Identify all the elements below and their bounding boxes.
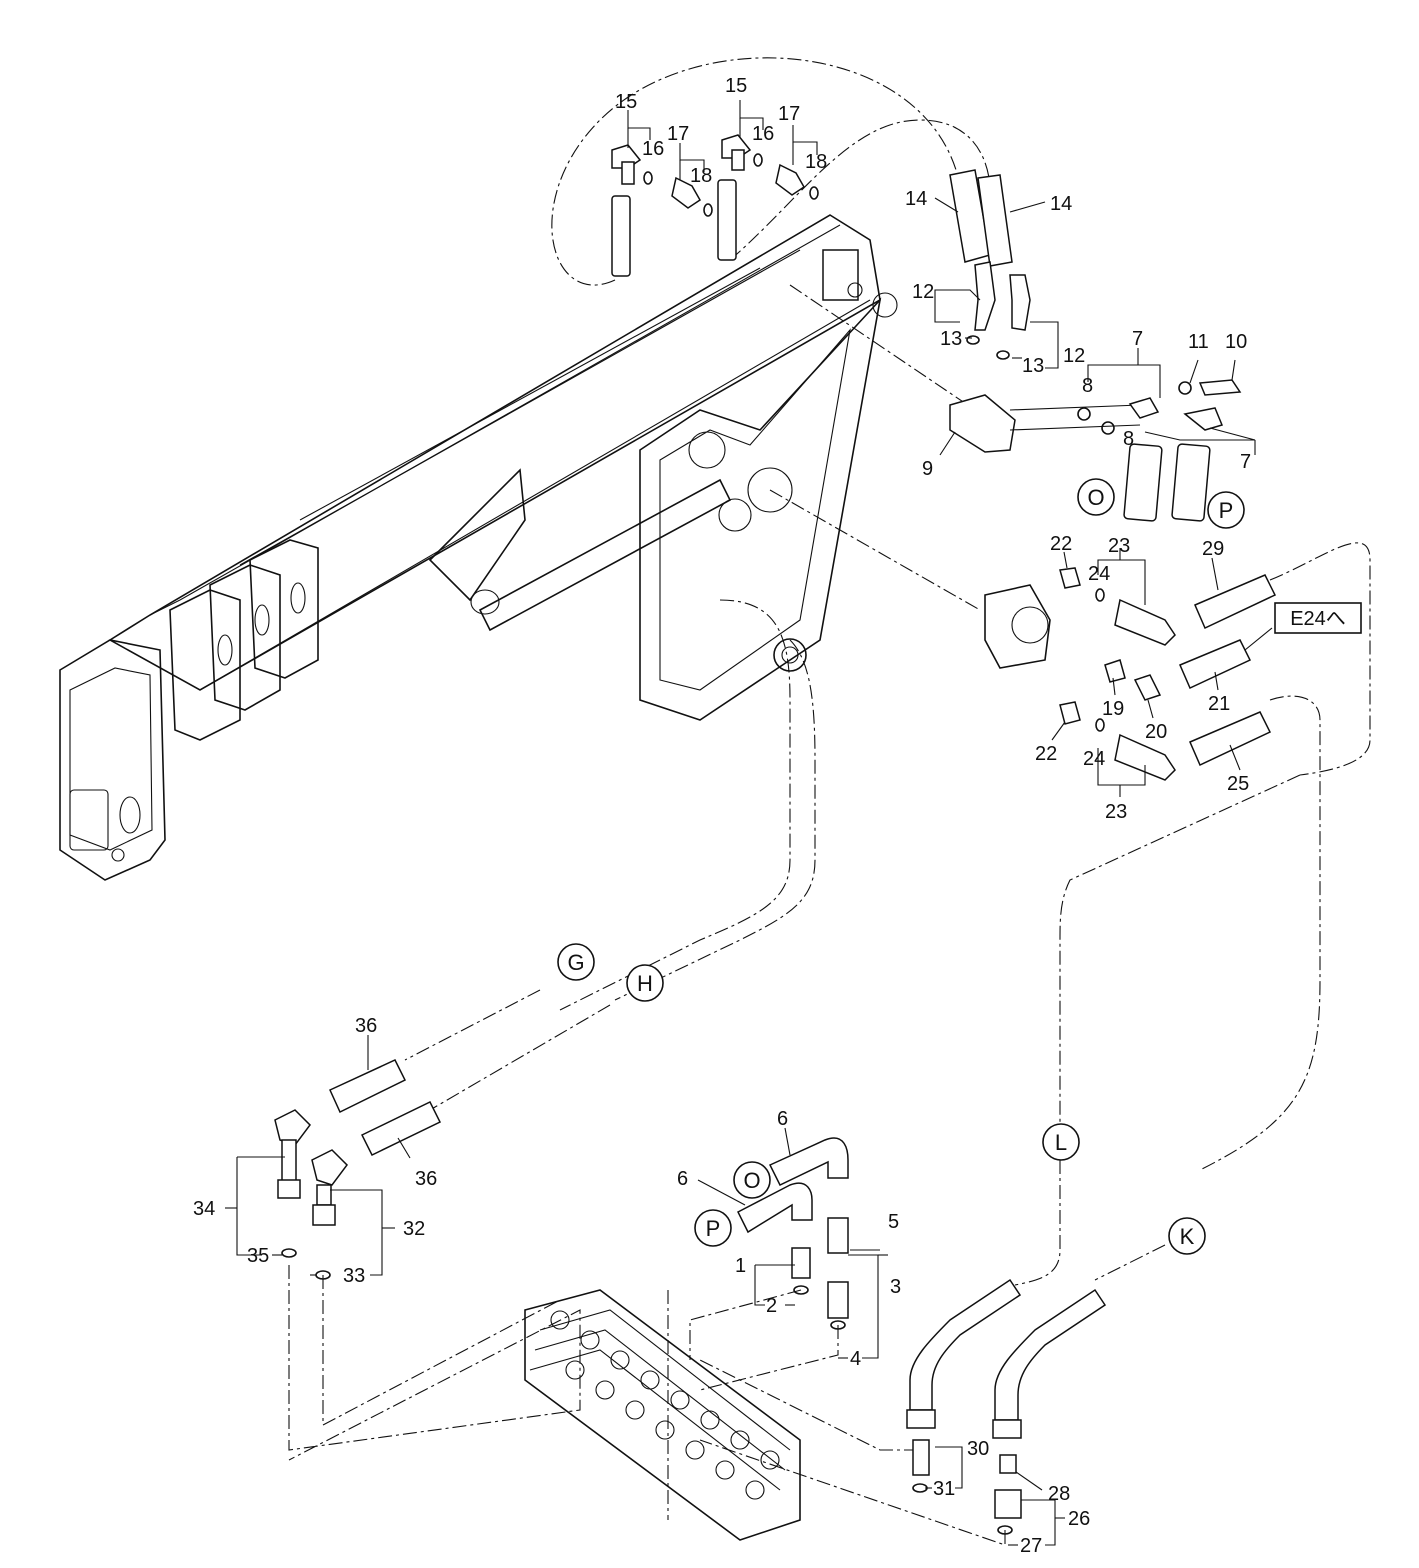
callout-11: 11 — [1188, 331, 1209, 353]
callout-7: 7 — [1132, 328, 1143, 350]
callout-8: 8 — [1123, 428, 1134, 450]
callout-14: 14 — [1050, 193, 1072, 215]
callout-3: 3 — [890, 1276, 901, 1298]
callout-4: 4 — [850, 1348, 861, 1370]
callout-21: 21 — [1208, 693, 1230, 715]
callout-25: 25 — [1227, 773, 1249, 795]
svg-text:O: O — [743, 1168, 760, 1193]
callout-15: 15 — [725, 75, 747, 97]
callout-32: 32 — [403, 1218, 425, 1240]
callout-24: 24 — [1088, 563, 1110, 585]
hose-routes — [288, 57, 1371, 1546]
manifold-block — [949, 379, 1242, 522]
connector-h: H — [626, 964, 664, 1002]
connector-g: G — [557, 943, 595, 981]
callout-16: 16 — [752, 123, 774, 145]
top-fittings-left — [611, 144, 737, 277]
callout-14: 14 — [905, 188, 927, 210]
callout-9: 9 — [922, 458, 933, 480]
swivel-joint — [984, 567, 1277, 781]
callout-20: 20 — [1145, 721, 1167, 743]
callout-35: 35 — [247, 1245, 269, 1267]
connector-p-bottom: P — [694, 1209, 732, 1247]
callout-19: 19 — [1102, 698, 1124, 720]
connector-o-top: O — [1077, 478, 1115, 516]
callout-33: 33 — [343, 1265, 365, 1287]
callout-18: 18 — [805, 151, 827, 173]
svg-text:O: O — [1087, 485, 1104, 510]
top-fittings-right — [721, 134, 819, 200]
callout-28: 28 — [1048, 1483, 1070, 1505]
svg-text:K: K — [1180, 1224, 1195, 1249]
callout-12: 12 — [912, 281, 934, 303]
control-valve-bank — [524, 1289, 801, 1541]
callout-10: 10 — [1225, 331, 1247, 353]
svg-text:H: H — [637, 971, 653, 996]
callout-17: 17 — [778, 103, 800, 125]
callout-17: 17 — [667, 123, 689, 145]
connector-l: L — [1042, 1123, 1080, 1161]
svg-text:P: P — [706, 1216, 721, 1241]
callout-18: 18 — [690, 165, 712, 187]
callout-23: 23 — [1108, 535, 1130, 557]
upper-right-hoses — [949, 169, 1031, 360]
connector-o-bottom: O — [733, 1161, 771, 1199]
connector-tags: O P G H L K O P — [557, 478, 1245, 1255]
svg-text:P: P — [1219, 498, 1234, 523]
callout-27: 27 — [1020, 1535, 1042, 1557]
callout-5: 5 — [888, 1211, 899, 1233]
callout-6: 6 — [677, 1168, 688, 1190]
callout-23: 23 — [1105, 801, 1127, 823]
part-number-labels: 15 16 17 18 15 16 17 18 14 14 12 13 13 1… — [193, 75, 1251, 1557]
svg-text:L: L — [1055, 1130, 1067, 1155]
callout-29: 29 — [1202, 538, 1224, 560]
svg-text:E24へ: E24へ — [1290, 608, 1346, 630]
callout-16: 16 — [642, 138, 664, 160]
callout-6: 6 — [777, 1108, 788, 1130]
connector-p-top: P — [1207, 491, 1245, 529]
callout-8: 8 — [1082, 375, 1093, 397]
callout-22: 22 — [1050, 533, 1072, 555]
callout-1: 1 — [735, 1255, 746, 1277]
callout-26: 26 — [1068, 1508, 1090, 1530]
callout-2: 2 — [766, 1295, 777, 1317]
callout-15: 15 — [615, 91, 637, 113]
callout-13: 13 — [1022, 355, 1044, 377]
callout-12: 12 — [1063, 345, 1085, 367]
callout-7: 7 — [1240, 451, 1251, 473]
connector-k: K — [1168, 1217, 1206, 1255]
boom-assembly — [59, 214, 898, 881]
leader-lines — [225, 100, 1273, 1546]
callout-36: 36 — [415, 1168, 437, 1190]
callout-30: 30 — [967, 1438, 989, 1460]
lower-middle-fittings — [736, 1137, 849, 1330]
callout-31: 31 — [933, 1478, 955, 1500]
lower-left-fittings — [274, 1059, 442, 1280]
reference-box-e24: E24へ — [1274, 602, 1362, 634]
svg-text:G: G — [567, 950, 584, 975]
callout-24: 24 — [1083, 748, 1105, 770]
callout-22: 22 — [1035, 743, 1057, 765]
callout-36: 36 — [355, 1015, 377, 1037]
lower-right-fittings — [906, 1278, 1107, 1535]
callout-13: 13 — [940, 328, 962, 350]
callout-34: 34 — [193, 1198, 215, 1220]
